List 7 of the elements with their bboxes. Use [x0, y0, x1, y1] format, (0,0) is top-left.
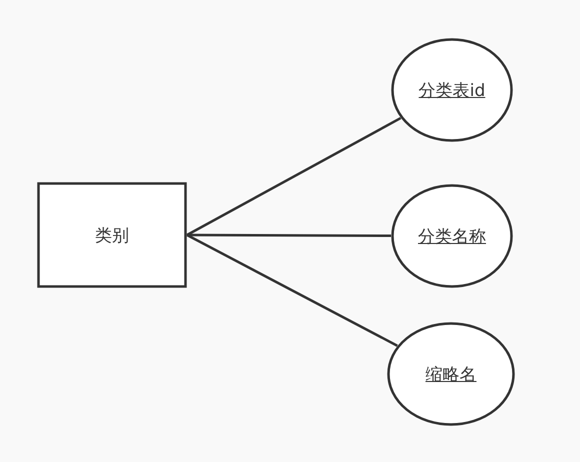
connector-line [186, 117, 402, 236]
connector-line [187, 234, 391, 238]
entity-name: 类别 [95, 224, 129, 246]
attribute-name: 缩略名 [426, 364, 476, 386]
attribute-name: 分类表id [418, 80, 486, 102]
connector-line [186, 234, 398, 347]
attribute-name: 分类名称 [418, 226, 486, 248]
